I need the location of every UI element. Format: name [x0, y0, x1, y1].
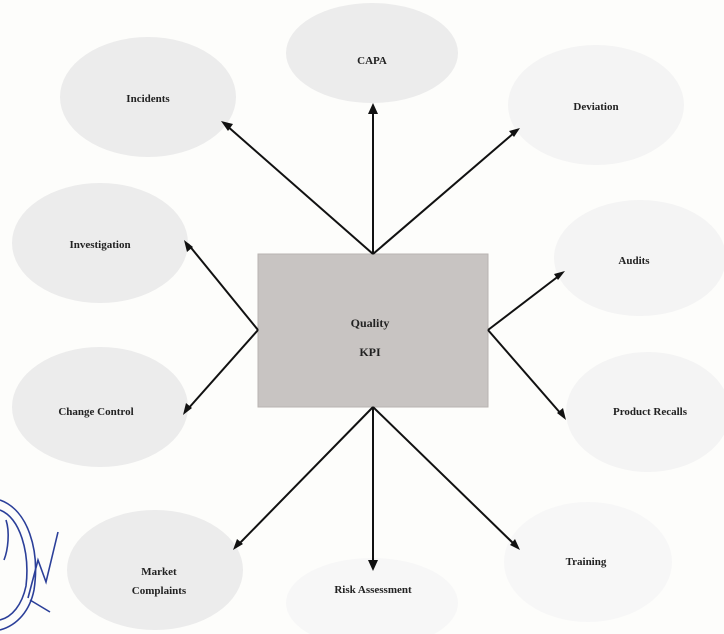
product-recalls-node: [566, 352, 724, 472]
arrowhead-risk-assessment: [368, 560, 378, 571]
arrowhead-investigation: [184, 240, 193, 252]
stamp-seal-icon: [0, 499, 59, 631]
incidents-label: Incidents: [126, 93, 170, 105]
product-recalls-label: Product Recalls: [613, 406, 688, 418]
arrowhead-product-recalls: [557, 408, 566, 420]
investigation-label: Investigation: [69, 239, 130, 251]
arrow-to-incidents: [225, 124, 374, 255]
center-label-line2: KPI: [359, 345, 381, 359]
arrowhead-audits: [554, 271, 565, 280]
arrowhead-training: [510, 539, 520, 550]
arrow-to-change-control: [186, 329, 259, 411]
audits-node: [554, 200, 724, 316]
arrow-to-audits: [487, 274, 561, 331]
incidents-node: [60, 37, 236, 157]
deviation-node: [508, 45, 684, 165]
arrow-to-market-complaints: [237, 406, 374, 546]
arrowhead-change-control: [183, 403, 192, 415]
audits-label: Audits: [618, 255, 650, 267]
capa-label: CAPA: [357, 55, 387, 67]
arrows: [186, 110, 563, 565]
arrow-heads: [183, 103, 566, 571]
arrow-to-investigation: [187, 243, 259, 331]
arrowhead-market-complaints: [233, 539, 243, 550]
risk-assessment-label: Risk Assessment: [334, 584, 412, 596]
market-complaints-label-line1: Market: [141, 566, 177, 578]
training-label: Training: [566, 556, 607, 568]
capa-node: [286, 3, 458, 103]
risk-assessment-node: [286, 558, 458, 634]
arrowhead-incidents: [221, 121, 233, 131]
training-node: [504, 502, 672, 622]
market-complaints-node: [67, 510, 243, 630]
deviation-label: Deviation: [573, 101, 618, 113]
arrow-to-product-recalls: [487, 329, 563, 416]
investigation-node: [12, 183, 188, 303]
market-complaints-label-line2: Complaints: [132, 585, 187, 597]
quality-kpi-box: [257, 253, 489, 408]
change-control-node: [12, 347, 188, 467]
arrow-to-deviation: [372, 131, 516, 255]
arrowhead-capa: [368, 103, 378, 114]
change-control-label: Change Control: [58, 406, 133, 418]
center-label-line1: Quality: [351, 316, 390, 330]
arrowhead-deviation: [509, 128, 520, 137]
arrow-to-training: [372, 406, 516, 546]
